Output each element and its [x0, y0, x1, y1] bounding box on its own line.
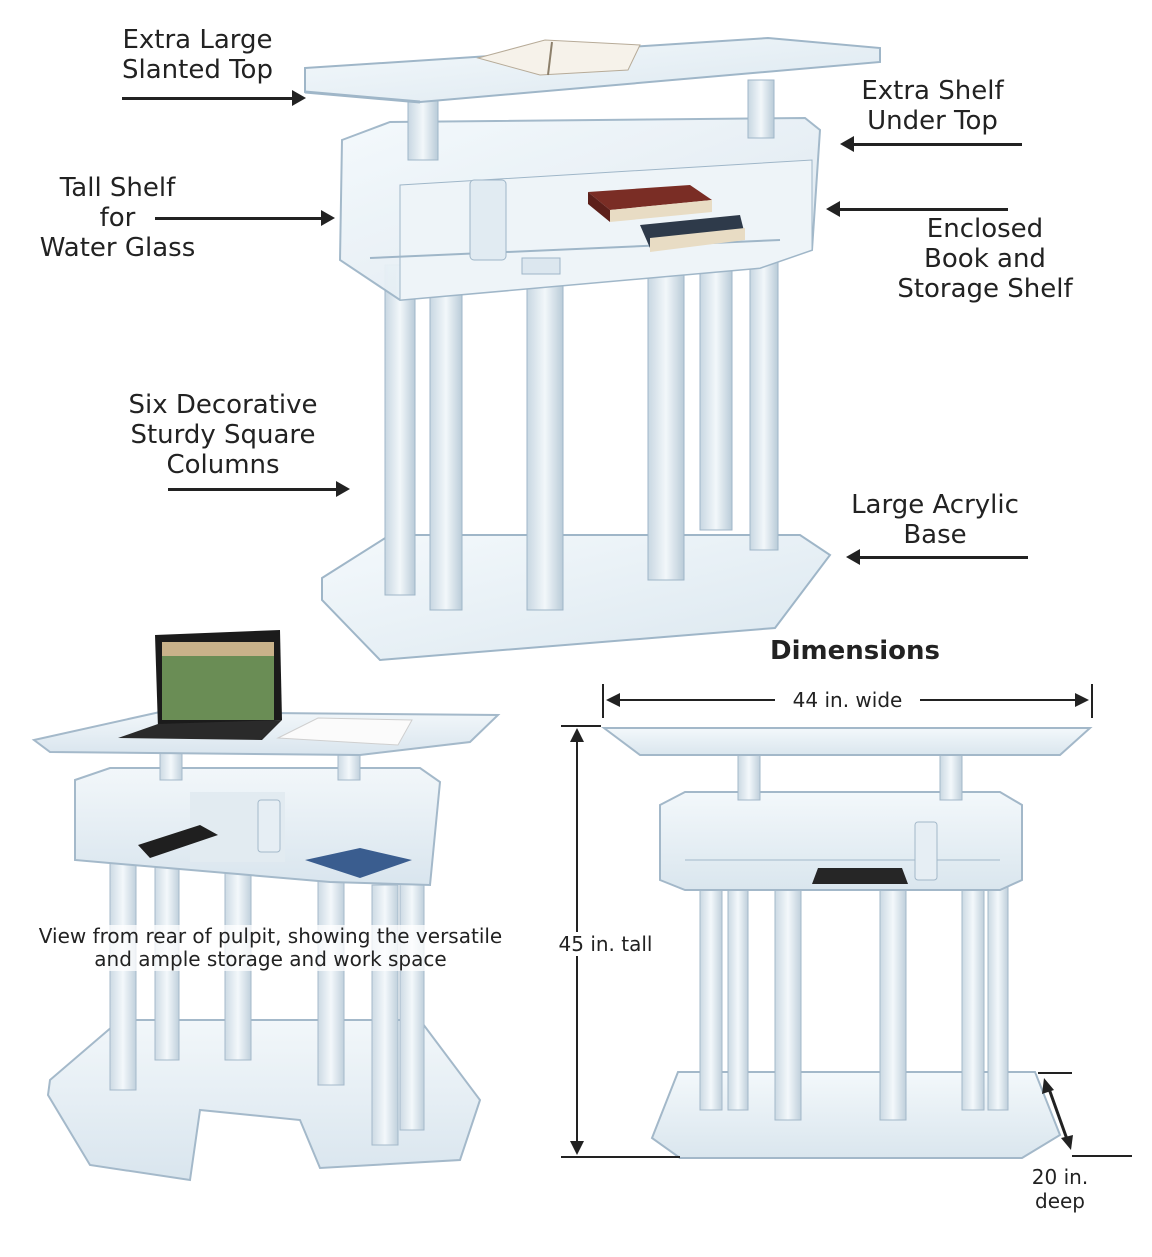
arrow-base [846, 549, 1028, 565]
callout-enclosed-shelf: Enclosed Book and Storage Shelf [897, 214, 1073, 304]
dimensions-title: Dimensions [770, 636, 940, 666]
arrow-slanted-top [122, 90, 306, 106]
callout-base: Large Acrylic Base [851, 490, 1019, 550]
callout-tall-shelf: Tall Shelf for Water Glass [39, 173, 196, 263]
height-label: 45 in. tall [548, 932, 663, 956]
arrow-enclosed-shelf [826, 201, 1008, 217]
callout-extra-shelf: Extra Shelf Under Top [861, 76, 1004, 136]
arrow-extra-shelf [840, 136, 1022, 152]
depth-label: 20 in. deep [1015, 1165, 1105, 1213]
podium-rear-image [31, 630, 501, 1182]
depth-dimension-line [1038, 1072, 1132, 1157]
podium-front-image [304, 36, 881, 662]
arrow-tall-shelf [155, 210, 335, 226]
callout-slanted-top: Extra Large Slanted Top [122, 25, 273, 85]
arrow-columns [168, 481, 350, 497]
rear-view-caption: View from rear of pulpit, showing the ve… [18, 925, 523, 971]
callout-columns: Six Decorative Sturdy Square Columns [128, 390, 318, 480]
podium-dimension-image [601, 727, 1093, 1159]
width-label: 44 in. wide [775, 688, 920, 712]
